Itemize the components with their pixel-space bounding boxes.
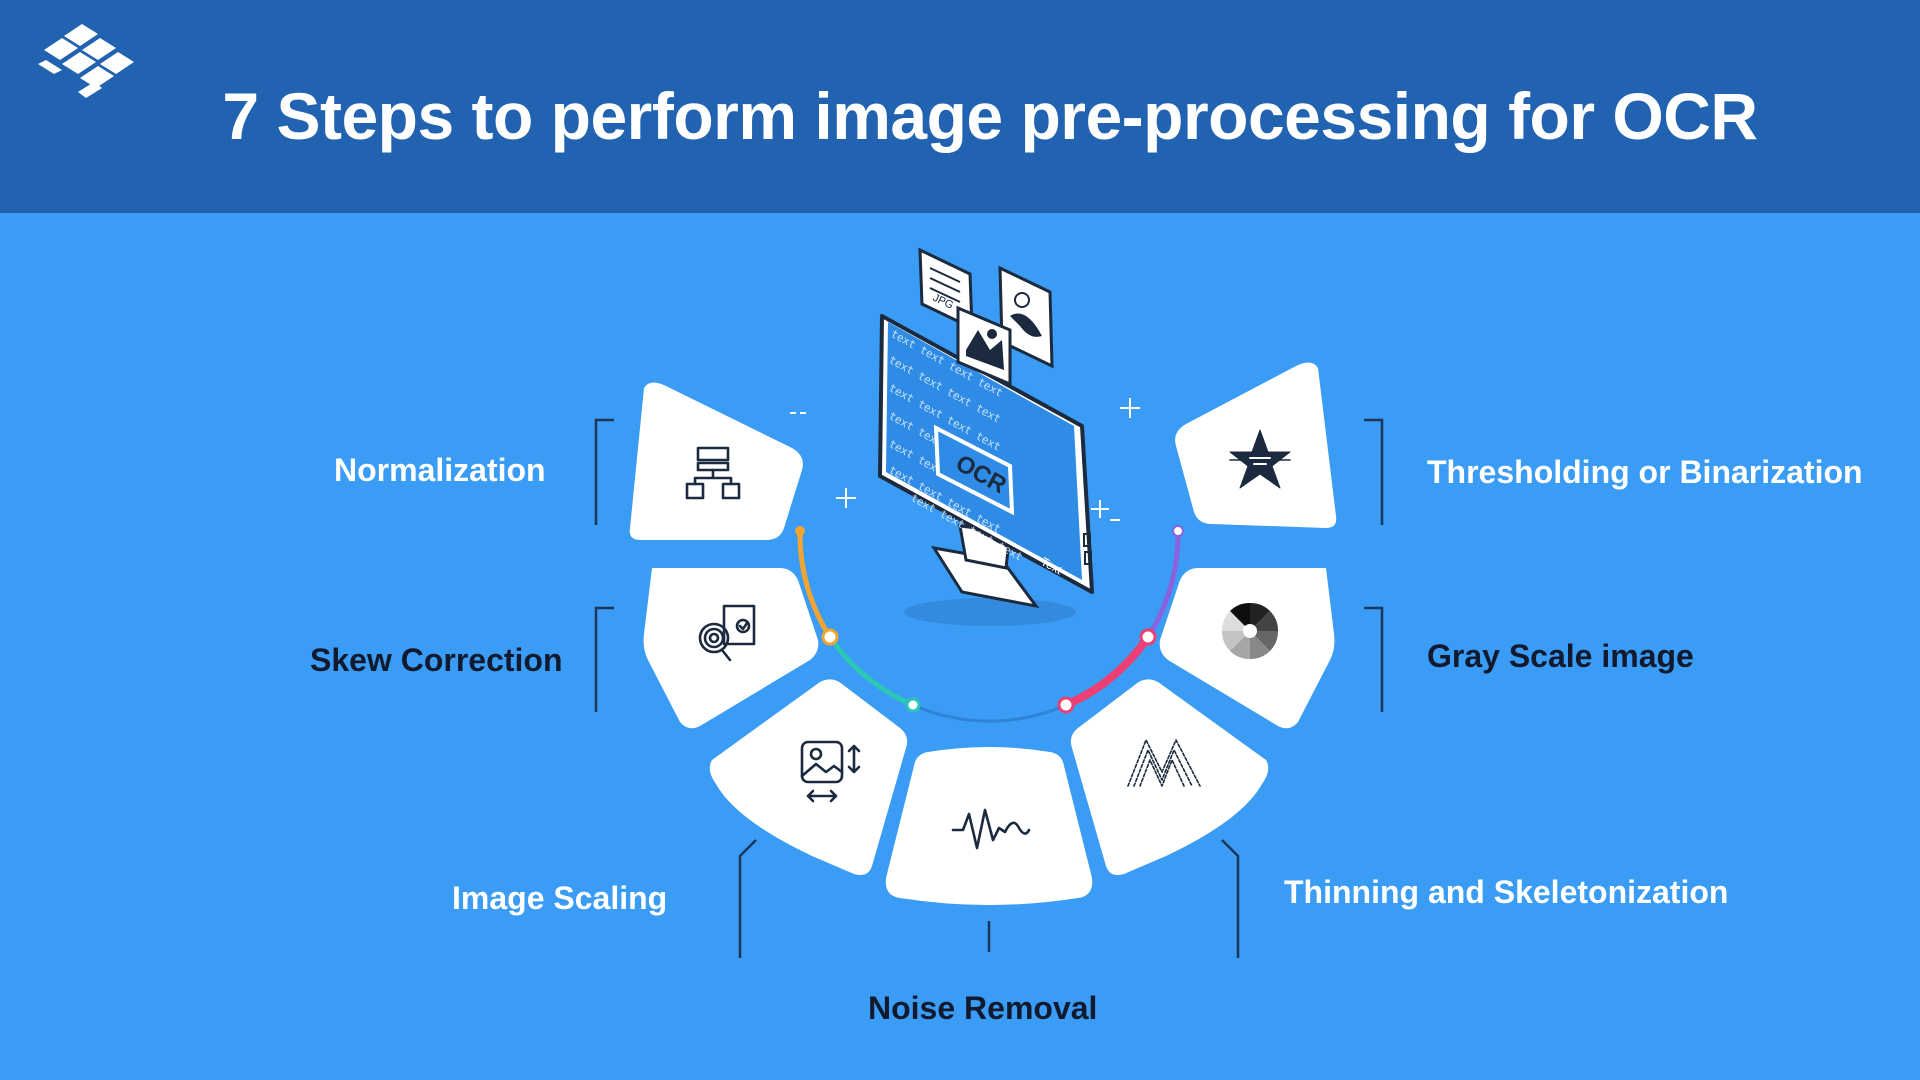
connector-thinning <box>1221 839 1240 958</box>
arc-nodes <box>795 525 1184 714</box>
tile-image-scaling <box>709 679 908 875</box>
label-connectors <box>594 418 1384 958</box>
step-label-gray-scale: Gray Scale image <box>1427 638 1694 674</box>
flowchart-icon <box>685 446 741 500</box>
skeleton-peaks-icon <box>1127 739 1201 787</box>
sparkle-decorations <box>790 398 1140 521</box>
threshold-star-icon <box>1229 429 1291 489</box>
tile-thinning <box>1070 679 1269 875</box>
connector-image-scaling <box>738 839 757 958</box>
connector-normalization <box>594 418 614 525</box>
header-bar: 7 Steps to perform image pre-processing … <box>0 0 1920 213</box>
tile-skew-correction <box>643 568 819 729</box>
ocr-frame <box>933 424 1015 516</box>
brand-logo-icon <box>38 24 134 98</box>
step-label-skew-correction: Skew Correction <box>310 642 563 678</box>
step-label-image-scaling: Image Scaling <box>452 880 668 916</box>
page-title: 7 Steps to perform image pre-processing … <box>222 79 1758 153</box>
step-label-thinning: Thinning and Skeletonization <box>1284 874 1729 910</box>
connector-thresholding <box>1364 418 1384 525</box>
monitor-side-buttons <box>1083 533 1092 565</box>
step-label-normalization: Normalization <box>334 452 546 488</box>
step-label-noise-removal: Noise Removal <box>868 990 1098 1026</box>
grayscale-wheel-icon <box>1221 602 1279 660</box>
connector-gray-scale <box>1364 606 1384 712</box>
waveform-icon <box>951 808 1031 850</box>
target-document-icon <box>698 604 756 662</box>
step-label-thresholding: Thresholding or Binarization <box>1427 454 1863 490</box>
floating-documents: JPG <box>918 247 1054 387</box>
connector-skew-correction <box>594 606 614 712</box>
progress-arc <box>797 528 1181 723</box>
ocr-monitor-illustration: text text text text text text text text … <box>878 247 1094 626</box>
image-resize-icon <box>800 740 861 803</box>
